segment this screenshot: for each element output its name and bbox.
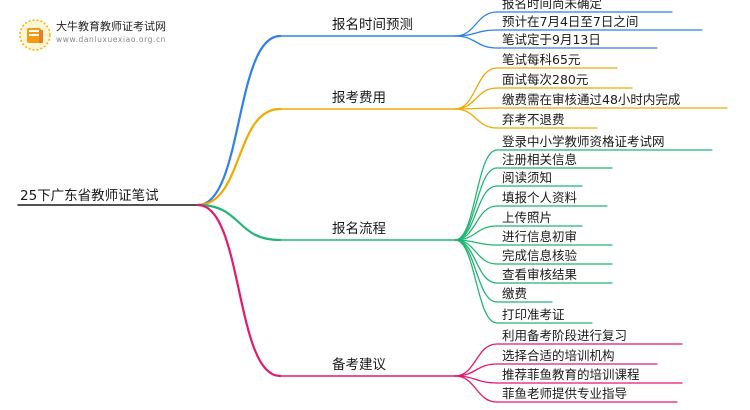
- branch-label-3: 备考建议: [332, 357, 386, 373]
- leaf-label-3-1: 选择合适的培训机构: [502, 348, 615, 363]
- leaf-label-1-3: 弃考不退费: [502, 112, 565, 127]
- leaf-label-0-0: 报名时间尚未确定: [502, 0, 603, 11]
- leaf-label-2-0: 登录中小学教师资格证考试网: [502, 134, 665, 149]
- branch-connector-3: [196, 203, 282, 378]
- leaf-connector-1-1: [454, 87, 498, 110]
- leaf-label-3-3: 菲鱼老师提供专业指导: [502, 386, 628, 401]
- leaf-connector-0-1: [454, 29, 498, 37]
- brand-title: 大牛教育教师证考试网: [56, 20, 166, 33]
- leaf-label-3-2: 推荐菲鱼教育的培训课程: [502, 367, 640, 382]
- leaf-label-1-2: 缴费需在审核通过48小时内完成: [502, 92, 681, 107]
- leaf-connector-3-3: [454, 375, 498, 403]
- leaf-connector-1-3: [454, 108, 498, 129]
- leaf-connector-2-1: [454, 167, 498, 241]
- leaf-label-2-6: 完成信息核验: [502, 248, 578, 263]
- leaf-connector-2-8: [454, 239, 498, 303]
- leaf-label-2-1: 注册相关信息: [502, 152, 578, 167]
- branch-label-2: 报名流程: [332, 221, 386, 237]
- leaf-label-2-2: 阅读须知: [502, 170, 553, 185]
- leaf-label-0-2: 笔试定于9月13日: [502, 32, 601, 47]
- leaf-connector-2-7: [454, 239, 498, 284]
- brand-url: www.daniuxuexiao.org.cn: [56, 35, 167, 44]
- branch-label-0: 报名时间预测: [332, 17, 413, 33]
- leaf-connector-0-2: [454, 35, 498, 49]
- branch-connector-1: [196, 107, 282, 207]
- root-node: 25下广东省教师证笔试: [20, 188, 159, 204]
- branch-connector-2: [196, 203, 282, 242]
- leaf-label-1-0: 笔试每科65元: [502, 52, 581, 67]
- leaf-label-2-5: 进行信息初审: [502, 229, 578, 244]
- leaf-label-2-7: 查看审核结果: [502, 267, 578, 282]
- branch-connector-0: [196, 34, 282, 207]
- leaf-connector-2-3: [454, 205, 498, 241]
- book-logo-icon: [19, 19, 51, 51]
- leaf-label-2-9: 打印准考证: [502, 307, 565, 322]
- leaf-label-1-1: 面试每次280元: [502, 72, 589, 87]
- leaf-label-2-8: 缴费: [502, 286, 528, 301]
- leaf-connector-3-0: [454, 343, 498, 377]
- leaf-label-2-3: 填报个人资料: [502, 190, 578, 205]
- leaf-label-2-4: 上传照片: [502, 210, 553, 225]
- leaf-label-0-1: 预计在7月4日至7日之间: [502, 14, 639, 29]
- leaf-connector-2-0: [454, 149, 498, 241]
- leaf-connector-2-9: [454, 239, 498, 324]
- branch-label-1: 报考费用: [332, 90, 386, 106]
- leaf-label-3-0: 利用备考阶段进行复习: [502, 328, 628, 343]
